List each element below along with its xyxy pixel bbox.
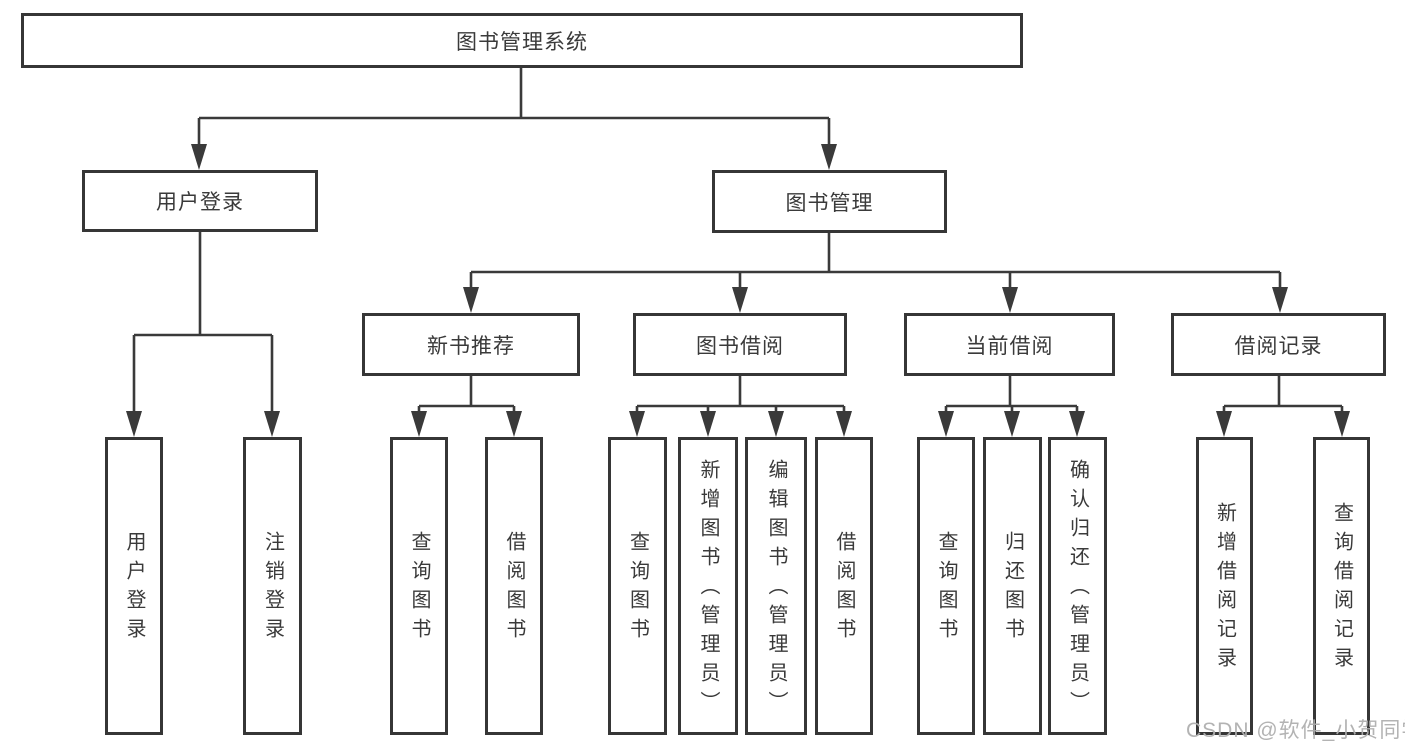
arrowhead: [1216, 411, 1232, 437]
connector-book-borrow: [635, 376, 846, 413]
arrowhead: [191, 144, 207, 170]
leaf-borrow-books: 借阅图书: [815, 437, 873, 735]
leaf-add-borrow-record: 新增借阅记录: [1196, 437, 1253, 735]
leaf-add-books-admin: 新增图书（管理员）: [678, 437, 738, 735]
arrowhead: [768, 411, 784, 437]
connector-borrow-records: [1222, 376, 1344, 413]
arrowhead: [836, 411, 852, 437]
csdn-watermark: CSDN @软件_小贺同学: [1186, 719, 1405, 742]
leaf-confirm-return-admin: 确认归还（管理员）: [1048, 437, 1107, 735]
leaf-query-books-borrow: 查询图书: [608, 437, 667, 735]
leaf-borrow-books-recommend: 借阅图书: [485, 437, 543, 735]
arrowhead: [1004, 411, 1020, 437]
leaf-query-books-recommend: 查询图书: [390, 437, 448, 735]
node-new-book-recommend: 新书推荐: [362, 313, 580, 376]
arrowhead: [126, 411, 142, 437]
connector-book-management: [469, 233, 1282, 289]
arrowhead: [463, 287, 479, 313]
node-book-borrow: 图书借阅: [633, 313, 847, 376]
connector-new-book-recommend: [417, 376, 516, 413]
arrowhead: [506, 411, 522, 437]
arrowhead: [938, 411, 954, 437]
leaf-query-books-current: 查询图书: [917, 437, 975, 735]
arrowhead: [1069, 411, 1085, 437]
node-current-borrow: 当前借阅: [904, 313, 1115, 376]
node-borrow-records: 借阅记录: [1171, 313, 1386, 376]
arrowhead: [821, 144, 837, 170]
connector-current-borrow: [944, 376, 1079, 413]
arrowhead: [732, 287, 748, 313]
arrowhead: [1002, 287, 1018, 313]
arrowhead: [700, 411, 716, 437]
connector-root: [197, 68, 831, 146]
leaf-user-login: 用户登录: [105, 437, 163, 735]
connector-user-login: [132, 232, 274, 413]
arrowhead: [1272, 287, 1288, 313]
arrowhead: [629, 411, 645, 437]
leaf-logout: 注销登录: [243, 437, 302, 735]
leaf-query-borrow-record: 查询借阅记录: [1313, 437, 1370, 735]
node-library-management-system: 图书管理系统: [21, 13, 1023, 68]
node-user-login: 用户登录: [82, 170, 318, 232]
arrowhead: [1334, 411, 1350, 437]
arrowhead: [411, 411, 427, 437]
arrowhead: [264, 411, 280, 437]
node-book-management: 图书管理: [712, 170, 947, 233]
leaf-edit-books-admin: 编辑图书（管理员）: [745, 437, 807, 735]
leaf-return-books: 归还图书: [983, 437, 1042, 735]
